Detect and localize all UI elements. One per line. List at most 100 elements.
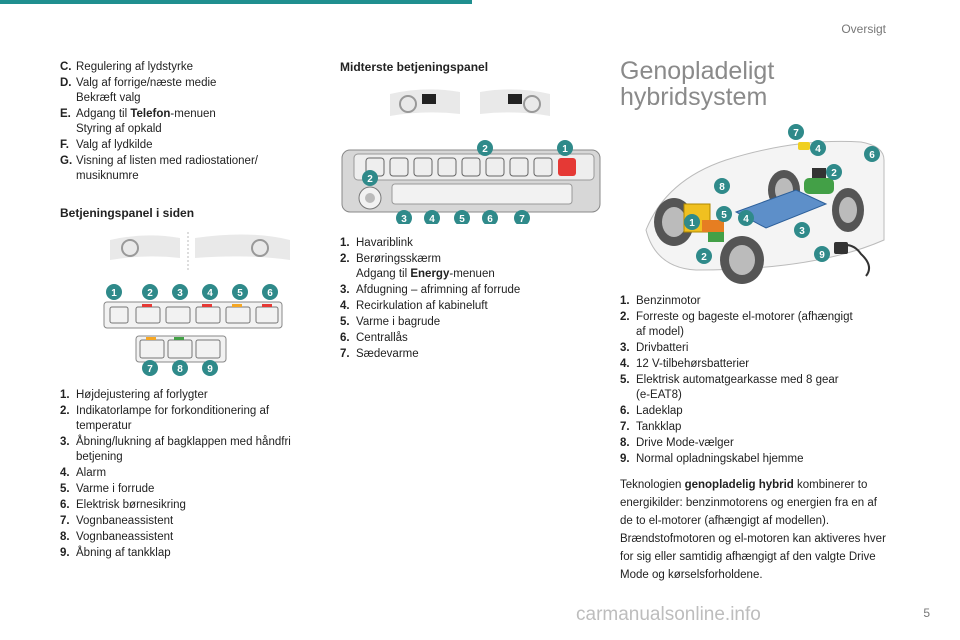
badge: 9 — [202, 360, 218, 376]
svg-text:5: 5 — [237, 288, 243, 299]
svg-text:2: 2 — [831, 168, 837, 179]
list-item: 6.Ladeklap — [620, 405, 683, 417]
badge: 5 — [716, 206, 732, 222]
list-item: 5.Elektrisk automatgearkasse med 8 gear(… — [620, 374, 839, 401]
list-item: 1.Havariblink — [340, 237, 413, 249]
badge: 3 — [396, 210, 412, 224]
list-item: 9.Normal opladningskabel hjemme — [620, 453, 804, 465]
list-item: 3.Åbning/lukning af bagklappen med håndf… — [60, 436, 291, 463]
svg-text:6: 6 — [487, 214, 493, 224]
top-accent-bar — [0, 0, 472, 4]
svg-text:2: 2 — [147, 288, 153, 299]
svg-text:2: 2 — [701, 252, 707, 263]
badge: 9 — [814, 246, 830, 262]
list-item: 4.Alarm — [60, 467, 107, 479]
hybrid-system-list: 1.Benzinmotor 2.Forreste og bageste el-m… — [620, 294, 890, 468]
list-item: 5.Varme i bagrude — [340, 316, 441, 328]
svg-text:1: 1 — [111, 288, 117, 299]
badge: 3 — [172, 284, 188, 300]
page-number: 5 — [923, 606, 930, 620]
column-right: Genopladeligt hybridsystem — [620, 58, 890, 110]
list-item: 8.Drive Mode-vælger — [620, 437, 734, 449]
svg-text:1: 1 — [562, 144, 568, 155]
list-item: F. Valg af lydkilde — [60, 139, 153, 151]
svg-text:3: 3 — [177, 288, 183, 299]
list-item: 4.Recirkulation af kabineluft — [340, 300, 488, 312]
svg-text:3: 3 — [401, 214, 407, 224]
list-item: 3.Afdugning – afrimning af forrude — [340, 284, 521, 296]
list-item: 6.Elektrisk børnesikring — [60, 499, 186, 511]
side-panel-illustration: 1 2 3 4 5 6 7 8 9 — [103, 232, 290, 376]
list-item: G. Visning af listen med radiostationer/… — [60, 155, 258, 182]
controls-list: C. Regulering af lydstyrke D. Valg af fo… — [60, 60, 310, 184]
watermark: carmanualsonline.info — [576, 604, 761, 625]
svg-text:7: 7 — [793, 128, 799, 139]
column-left: C. Regulering af lydstyrke D. Valg af fo… — [60, 60, 310, 221]
badge: 4 — [810, 140, 826, 156]
list-item: 4.12 V-tilbehørsbatterier — [620, 358, 750, 370]
badge: 6 — [482, 210, 498, 224]
badge: 3 — [794, 222, 810, 238]
badge: 2 — [826, 164, 842, 180]
svg-text:4: 4 — [429, 214, 435, 224]
badge: 5 — [232, 284, 248, 300]
svg-text:9: 9 — [207, 364, 213, 375]
badge: 4 — [424, 210, 440, 224]
list-item: 8.Vognbaneassistent — [60, 531, 174, 543]
section-title: Genopladeligt hybridsystem — [620, 57, 775, 111]
badge: 7 — [788, 124, 804, 140]
list-item: 2.Forreste og bageste el-motorer (afhæng… — [620, 311, 853, 338]
list-item: 7.Sædevarme — [340, 348, 419, 360]
list-item: 6.Centrallås — [340, 332, 408, 344]
svg-text:4: 4 — [743, 214, 749, 225]
list-item: 5.Varme i forrude — [60, 483, 155, 495]
list-item: C. Regulering af lydstyrke — [60, 61, 193, 73]
badge: 1 — [684, 214, 700, 230]
side-panel-list: 1.Højdejustering af forlygter 2.Indikato… — [60, 388, 320, 562]
page-header: Oversigt — [841, 22, 886, 36]
svg-text:8: 8 — [177, 364, 183, 375]
svg-text:4: 4 — [815, 144, 821, 155]
list-item: 2.Indikatorlampe for forkonditionering a… — [60, 405, 270, 432]
list-item: D. Valg af forrige/næste medie Bekræft v… — [60, 77, 217, 104]
badge: 7 — [142, 360, 158, 376]
list-item: 7.Vognbaneassistent — [60, 515, 174, 527]
list-item: 7.Tankklap — [620, 421, 682, 433]
svg-text:6: 6 — [869, 150, 875, 161]
badge: 8 — [714, 178, 730, 194]
badge: 2 — [142, 284, 158, 300]
hybrid-system-illustration: 1 2 2 3 4 4 5 6 7 8 9 — [645, 124, 885, 284]
badge: 6 — [864, 146, 880, 162]
svg-text:6: 6 — [267, 288, 273, 299]
svg-text:5: 5 — [459, 214, 465, 224]
svg-text:9: 9 — [819, 250, 825, 261]
badge: 8 — [172, 360, 188, 376]
svg-text:5: 5 — [721, 210, 727, 221]
badge: 2 — [477, 140, 493, 156]
badge: 1 — [106, 284, 122, 300]
svg-text:3: 3 — [799, 226, 805, 237]
svg-text:7: 7 — [519, 214, 525, 224]
badge: 2 — [696, 248, 712, 264]
svg-text:7: 7 — [147, 364, 153, 375]
svg-text:1: 1 — [689, 218, 695, 229]
badge: 6 — [262, 284, 278, 300]
svg-text:2: 2 — [367, 174, 373, 185]
center-panel-heading: Midterste betjeningspanel — [340, 60, 489, 74]
badge: 1 — [557, 140, 573, 156]
side-panel-heading: Betjeningspanel i siden — [60, 206, 195, 220]
svg-text:2: 2 — [482, 144, 488, 155]
list-item: 9.Åbning af tankklap — [60, 547, 171, 559]
svg-text:8: 8 — [719, 182, 725, 193]
badge: 4 — [738, 210, 754, 226]
hybrid-description: Teknologien genopladelig hybrid kombiner… — [620, 479, 886, 581]
center-panel-illustration: 1 2 2 3 4 5 6 7 — [341, 89, 601, 224]
badge: 7 — [514, 210, 530, 224]
badge: 2 — [362, 170, 378, 186]
list-item: 1.Benzinmotor — [620, 295, 701, 307]
list-item: E. Adgang til Telefon-menuen Styring af … — [60, 108, 216, 135]
badge: 4 — [202, 284, 218, 300]
list-item: 3.Drivbatteri — [620, 342, 689, 354]
svg-text:4: 4 — [207, 288, 213, 299]
